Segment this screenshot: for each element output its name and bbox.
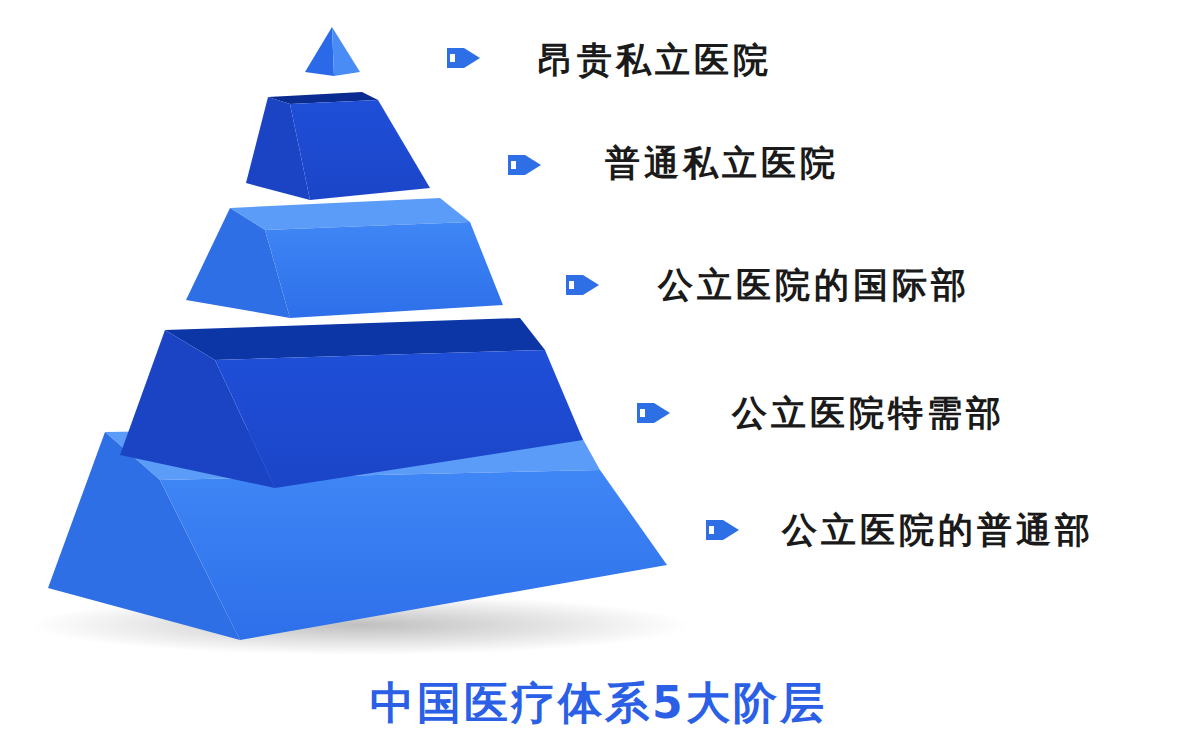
tier-label: 公立医院的普通部 — [782, 511, 1094, 550]
tier-label: 昂贵私立医院 — [538, 41, 772, 80]
tier-label: 公立医院特需部 — [732, 394, 1005, 433]
tier-label: 普通私立医院 — [605, 144, 839, 183]
tier-label: 公立医院的国际部 — [658, 266, 970, 305]
diagram-title: 中国医疗体系5大阶层 — [370, 679, 827, 727]
